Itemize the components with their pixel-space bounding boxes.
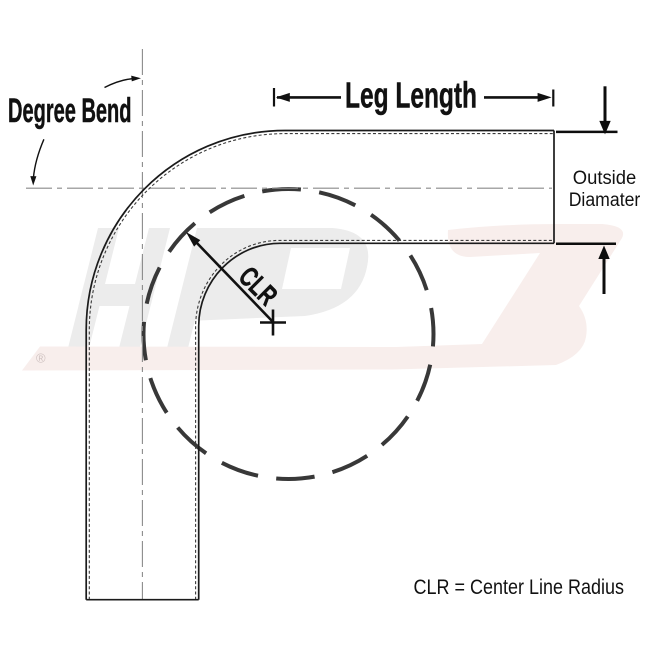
svg-text:Outside: Outside: [573, 168, 637, 189]
svg-text:Diamater: Diamater: [569, 190, 641, 211]
svg-text:Leg Length: Leg Length: [345, 74, 477, 115]
svg-text:Degree Bend: Degree Bend: [8, 92, 132, 130]
svg-text:®: ®: [36, 351, 46, 366]
svg-text:CLR = Center Line Radius: CLR = Center Line Radius: [414, 576, 625, 599]
